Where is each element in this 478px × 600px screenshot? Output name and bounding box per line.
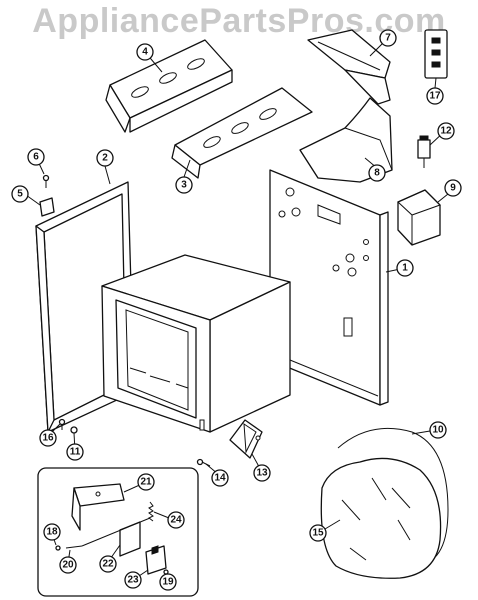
callout-15: 15 xyxy=(309,524,327,542)
callout-19: 19 xyxy=(159,573,177,591)
callout-label: 4 xyxy=(142,47,148,58)
callout-8: 8 xyxy=(368,164,386,182)
callout-label: 8 xyxy=(374,168,380,179)
part-16-screw[interactable] xyxy=(58,418,66,431)
callout-1: 1 xyxy=(396,259,414,277)
part-3-bracket[interactable] xyxy=(171,87,313,179)
part-5-clip[interactable] xyxy=(39,197,55,217)
part-1-side-panel[interactable] xyxy=(269,169,389,406)
part-22-plate[interactable] xyxy=(81,517,151,557)
part-7-bracket[interactable] xyxy=(307,29,391,105)
part-15-insulation[interactable] xyxy=(320,457,442,579)
callout-label: 24 xyxy=(170,515,182,526)
callout-label: 14 xyxy=(214,473,226,484)
callout-22: 22 xyxy=(99,555,117,573)
callout-label: 15 xyxy=(312,528,324,539)
callout-label: 6 xyxy=(33,152,39,163)
callout-12: 12 xyxy=(437,122,455,140)
callout-label: 22 xyxy=(102,559,114,570)
part-10-gasket[interactable] xyxy=(337,427,449,566)
callout-label: 12 xyxy=(440,126,452,137)
callout-23: 23 xyxy=(124,571,142,589)
part-20-rod[interactable] xyxy=(65,545,83,549)
callout-label: 18 xyxy=(46,527,58,538)
callout-20: 20 xyxy=(59,556,77,574)
callout-10: 10 xyxy=(429,421,447,439)
callout-7: 7 xyxy=(379,29,397,47)
callout-2: 2 xyxy=(96,149,114,167)
callout-24: 24 xyxy=(167,511,185,529)
watermark-text: AppliancePartsPros.com xyxy=(32,2,446,40)
part-21-bracket[interactable] xyxy=(71,483,125,531)
part-11-nut[interactable] xyxy=(70,426,78,434)
part-6-screw[interactable] xyxy=(42,174,50,189)
callout-6: 6 xyxy=(27,148,45,166)
callout-11: 11 xyxy=(66,443,84,461)
callout-3: 3 xyxy=(175,176,193,194)
callout-label: 17 xyxy=(429,91,441,102)
callout-label: 16 xyxy=(42,433,54,444)
part-14-screw[interactable] xyxy=(196,458,211,467)
callout-label: 2 xyxy=(102,153,108,164)
part-18-screw[interactable] xyxy=(55,545,61,551)
callout-label: 11 xyxy=(70,447,81,458)
callout-21: 21 xyxy=(137,473,155,491)
callout-13: 13 xyxy=(253,464,271,482)
part-13-hinge[interactable] xyxy=(229,419,263,459)
callout-label: 7 xyxy=(385,33,391,44)
callout-label: 20 xyxy=(62,560,74,571)
part-17-terminal-block[interactable] xyxy=(424,29,448,79)
callout-17: 17 xyxy=(426,87,444,105)
callout-16: 16 xyxy=(39,429,57,447)
callout-5: 5 xyxy=(11,185,29,203)
oven-cavity-box[interactable] xyxy=(101,254,291,433)
callout-label: 23 xyxy=(127,575,139,586)
callout-label: 1 xyxy=(402,263,408,274)
part-12-switch[interactable] xyxy=(417,135,431,168)
callout-9: 9 xyxy=(444,179,462,197)
callout-18: 18 xyxy=(43,523,61,541)
callout-label: 9 xyxy=(450,183,456,194)
callout-14: 14 xyxy=(211,469,229,487)
callout-label: 5 xyxy=(17,189,23,200)
part-23-latch[interactable] xyxy=(145,545,167,575)
callout-label: 19 xyxy=(162,577,174,588)
inset-latch-assembly xyxy=(37,467,199,597)
callout-4: 4 xyxy=(136,43,154,61)
callout-label: 13 xyxy=(256,468,268,479)
part-9-box[interactable] xyxy=(397,189,441,246)
part-4-bracket[interactable] xyxy=(105,39,233,133)
callout-label: 21 xyxy=(140,477,152,488)
callout-label: 3 xyxy=(181,180,187,191)
callout-label: 10 xyxy=(432,425,444,436)
